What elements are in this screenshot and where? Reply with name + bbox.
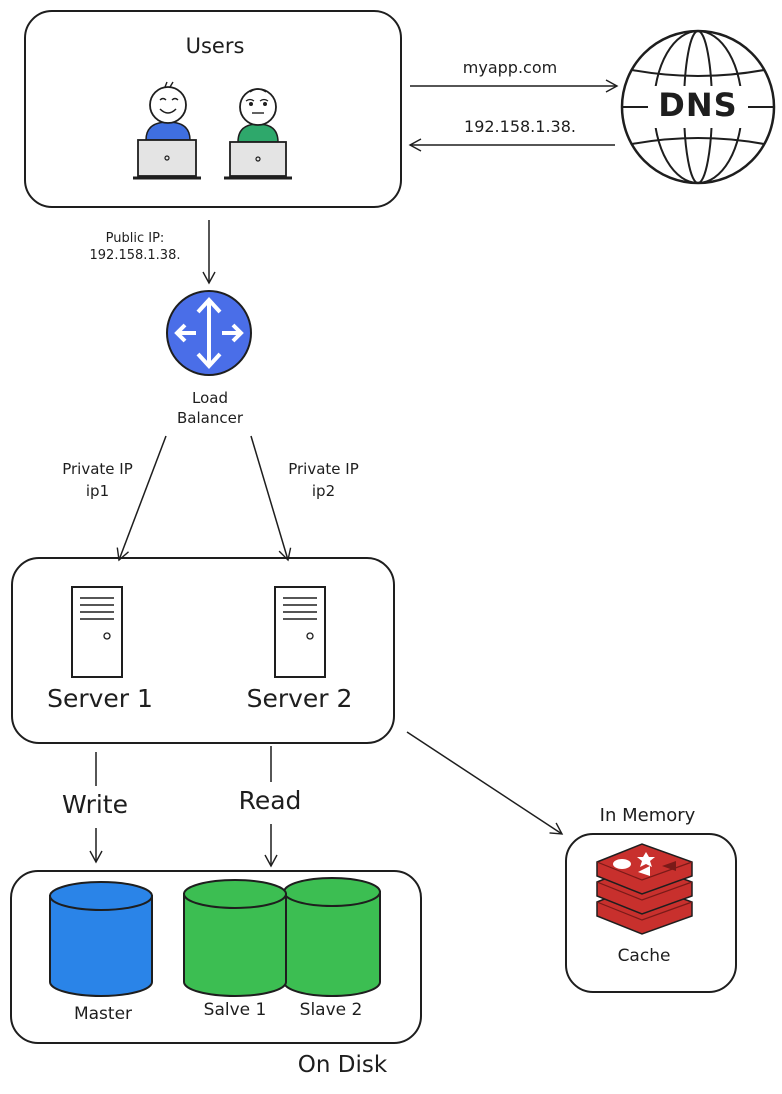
slave-1-db-icon xyxy=(183,879,287,997)
users-box xyxy=(24,10,402,208)
public-ip-line2: 192.158.1.38. xyxy=(89,248,181,263)
dns-globe-icon xyxy=(620,29,776,185)
private-ip-1-line1: Private IP xyxy=(62,460,133,478)
dns-request-label: myapp.com xyxy=(462,58,558,77)
read-label: Read xyxy=(238,786,302,815)
load-balancer-line2: Balancer xyxy=(177,409,243,427)
master-label: Master xyxy=(73,1004,133,1024)
servers-to-cache-arrow xyxy=(406,731,564,835)
private-ip-2-line1: Private IP xyxy=(288,460,359,478)
public-ip-line1: Public IP: xyxy=(105,231,165,246)
server-2-icon xyxy=(274,586,326,678)
private-ip-1-label: Private IP ip1 xyxy=(40,458,155,502)
load-balancer-icon xyxy=(166,290,252,376)
server-2-label: Server 2 xyxy=(246,684,353,713)
on-disk-label: On Disk xyxy=(297,1052,388,1078)
server-1-label: Server 1 xyxy=(47,684,153,713)
load-balancer-line1: Load xyxy=(192,389,228,407)
cache-label: Cache xyxy=(617,946,671,966)
slave-2-db-icon xyxy=(283,877,381,997)
server-1-icon xyxy=(71,586,123,678)
in-memory-label: In Memory xyxy=(599,805,696,826)
load-balancer-label: Load Balancer xyxy=(160,388,260,428)
users-title: Users xyxy=(185,34,245,58)
lb-to-server1-arrow xyxy=(116,435,167,562)
cache-box xyxy=(565,833,737,993)
write-label: Write xyxy=(61,790,128,819)
lb-to-server2-arrow xyxy=(250,435,292,562)
slave-2-label: Slave 2 xyxy=(299,1000,363,1020)
servers-box xyxy=(11,557,395,744)
private-ip-2-label: Private IP ip2 xyxy=(266,458,381,502)
private-ip-1-line2: ip1 xyxy=(85,482,110,500)
disk-box xyxy=(10,870,422,1044)
user-1-icon xyxy=(133,81,201,180)
dns-label: DNS xyxy=(658,86,738,124)
dns-response-label: 192.158.1.38. xyxy=(464,117,576,136)
slave-1-label: Salve 1 xyxy=(203,1000,267,1020)
cache-icon xyxy=(596,843,693,935)
master-db-icon xyxy=(49,881,153,997)
public-ip-label: Public IP: 192.158.1.38. xyxy=(80,230,190,264)
private-ip-2-line2: ip2 xyxy=(311,482,336,500)
user-2-icon xyxy=(224,88,292,180)
